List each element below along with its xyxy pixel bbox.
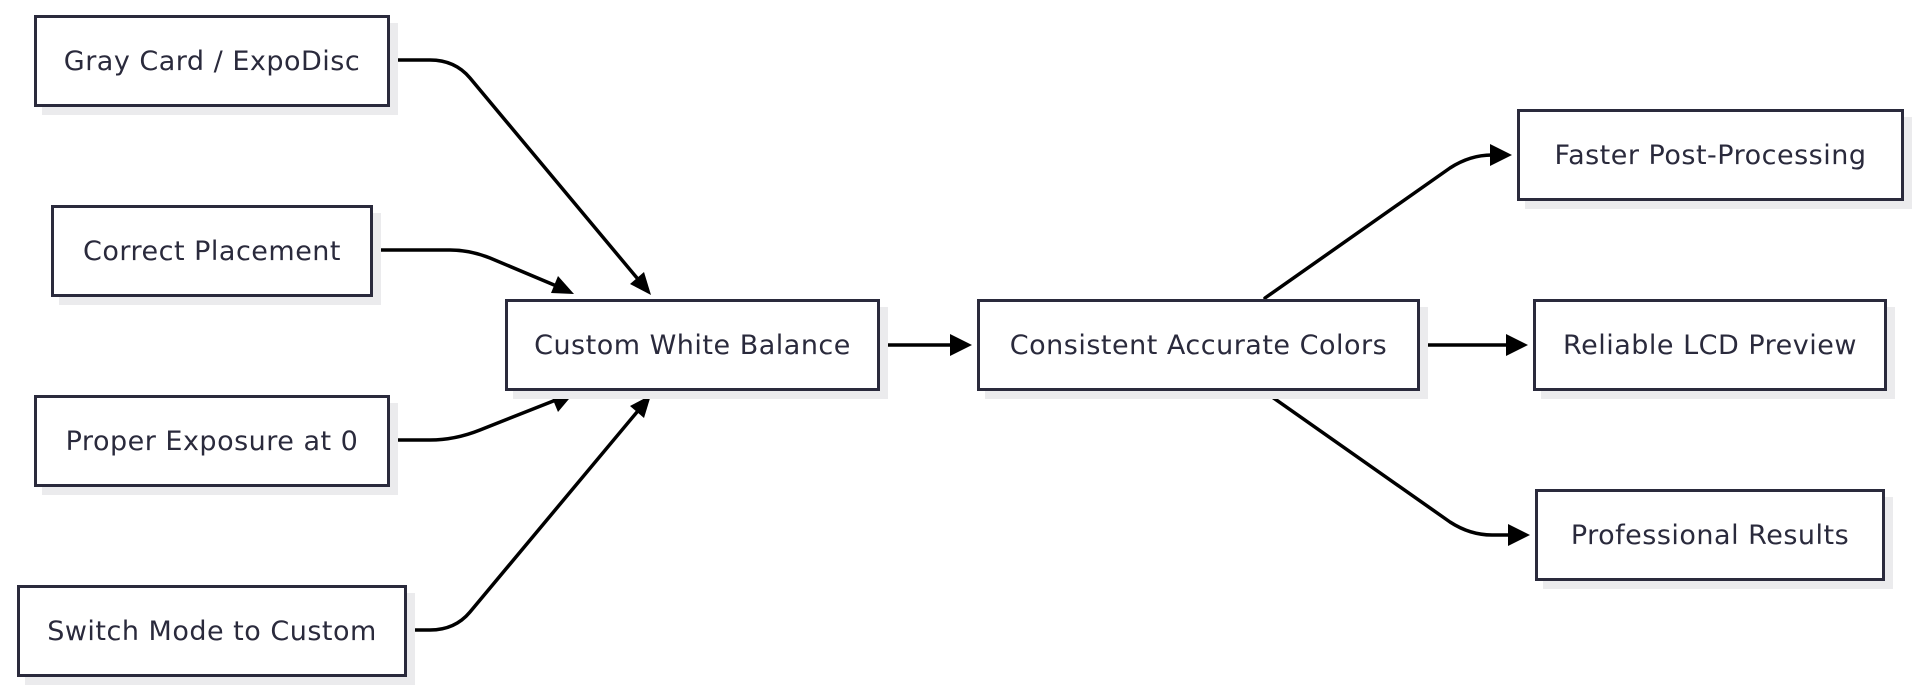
edge-consistent-colors-to-faster-post [1263,153,1500,300]
node-custom-white-balance: Custom White Balance [505,299,880,391]
node-reliable-lcd-preview: Reliable LCD Preview [1533,299,1887,391]
node-consistent-accurate-colors: Consistent Accurate Colors [977,299,1420,391]
arrowhead-proper-exposure [551,393,574,412]
edge-proper-exposure-to-custom-wb [390,394,568,442]
arrowhead-gray-card [630,272,651,295]
node-consistent-accurate-colors-label: Consistent Accurate Colors [1009,329,1388,361]
arrowhead-correct-placement [551,276,574,294]
node-proper-exposure: Proper Exposure at 0 [34,395,390,487]
node-gray-card: Gray Card / ExpoDisc [34,15,390,107]
arrowhead-custom-wb [950,334,972,356]
arrowhead-switch-mode [630,395,651,418]
node-switch-mode-label: Switch Mode to Custom [47,615,377,647]
node-correct-placement-label: Correct Placement [82,235,342,267]
arrowhead-faster-post [1490,144,1512,166]
edge-consistent-colors-to-professional [1263,390,1518,537]
node-professional-results: Professional Results [1535,489,1885,581]
node-faster-post-processing-label: Faster Post-Processing [1554,139,1867,171]
node-switch-mode: Switch Mode to Custom [17,585,407,677]
edge-switch-mode-to-custom-wb [408,398,649,632]
node-proper-exposure-label: Proper Exposure at 0 [65,425,359,457]
node-professional-results-label: Professional Results [1570,519,1850,551]
arrowhead-professional [1508,524,1530,546]
edge-gray-card-to-custom-wb [390,58,649,292]
node-custom-white-balance-label: Custom White Balance [534,329,851,361]
node-gray-card-label: Gray Card / ExpoDisc [63,45,361,77]
node-faster-post-processing: Faster Post-Processing [1517,109,1904,201]
arrowhead-reliable-lcd [1506,334,1528,356]
edge-correct-placement-to-custom-wb [372,248,568,292]
node-correct-placement: Correct Placement [51,205,373,297]
node-reliable-lcd-preview-label: Reliable LCD Preview [1563,329,1857,361]
